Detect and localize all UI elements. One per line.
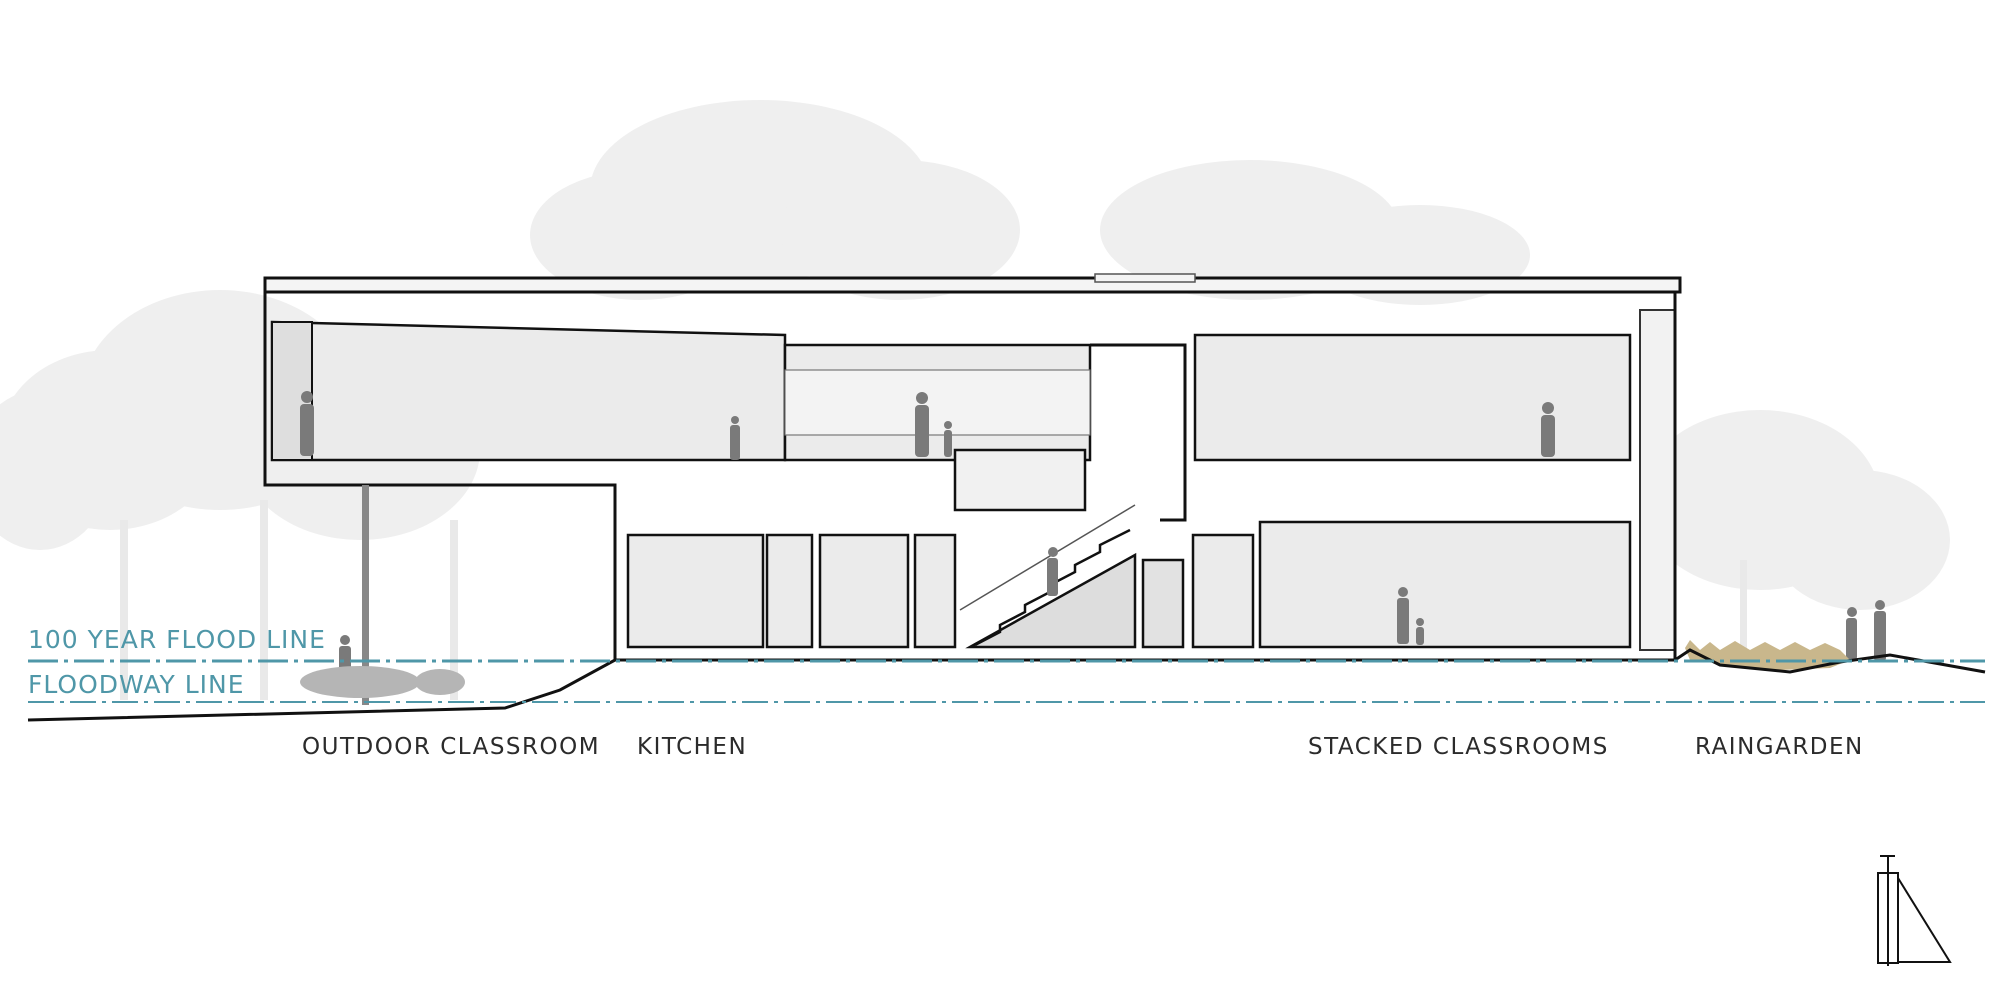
flood-lines — [28, 659, 1985, 703]
floodway-label: FLOODWAY LINE — [28, 670, 245, 699]
ground-floor — [626, 520, 1632, 649]
flood-100yr-label: 100 YEAR FLOOD LINE — [28, 625, 326, 654]
column — [362, 485, 369, 705]
label-stacked-classrooms: STACKED CLASSROOMS — [1308, 734, 1609, 760]
label-kitchen: KITCHEN — [637, 734, 748, 760]
people-figures — [300, 391, 1886, 698]
stair — [953, 448, 1137, 649]
section-key-icon — [1877, 855, 1952, 966]
label-raingarden: RAINGARDEN — [1695, 734, 1864, 760]
raingarden-grass — [1685, 640, 1850, 670]
ground-line — [27, 648, 1986, 722]
upper-floor-mid — [783, 343, 1187, 522]
roof — [263, 273, 1682, 294]
label-outdoor-classroom: OUTDOOR CLASSROOM — [302, 734, 601, 760]
upper-floor-right — [1193, 292, 1677, 660]
